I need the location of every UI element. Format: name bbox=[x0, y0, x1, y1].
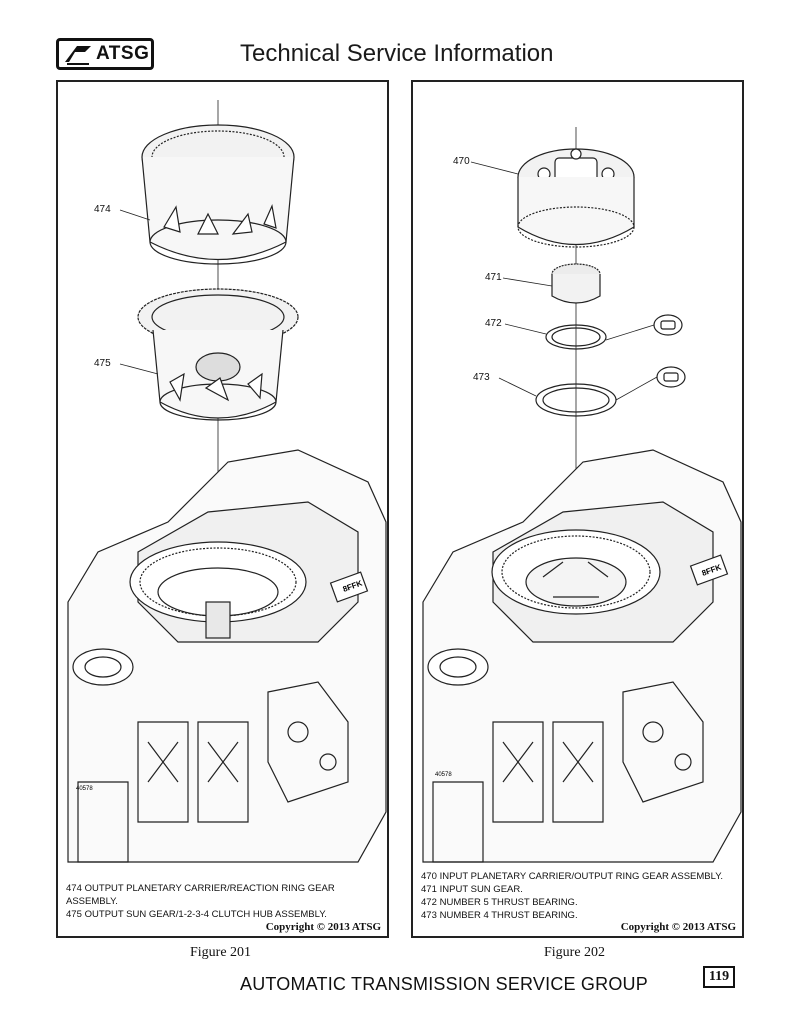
figure-202-panel: 8FFK 40578 470 471 472 473 470 INPUT PLA… bbox=[411, 80, 744, 938]
atsg-logo: ATSG bbox=[56, 38, 154, 70]
legend-item: 474 OUTPUT PLANETARY CARRIER/REACTION RI… bbox=[66, 882, 387, 908]
legend-item: 472 NUMBER 5 THRUST BEARING. bbox=[421, 896, 723, 909]
page-title: Technical Service Information bbox=[240, 40, 554, 67]
legend-text: INPUT SUN GEAR. bbox=[439, 884, 523, 895]
footer-title: AUTOMATIC TRANSMISSION SERVICE GROUP bbox=[240, 974, 648, 994]
page-number: 119 bbox=[703, 966, 735, 988]
logo-text: ATSG bbox=[96, 43, 150, 64]
legend-num: 475 bbox=[66, 909, 82, 920]
callout-471: 471 bbox=[485, 272, 502, 283]
figure-202-caption: Figure 202 bbox=[544, 945, 606, 960]
legend-text: NUMBER 4 THRUST BEARING. bbox=[439, 910, 578, 921]
legend-text: OUTPUT PLANETARY CARRIER/REACTION RING G… bbox=[66, 883, 335, 907]
legend-item: 475 OUTPUT SUN GEAR/1-2-3-4 CLUTCH HUB A… bbox=[66, 908, 387, 921]
copyright-202: Copyright © 2013 ATSG bbox=[620, 921, 736, 933]
legend-item: 470 INPUT PLANETARY CARRIER/OUTPUT RING … bbox=[421, 870, 723, 883]
callout-470: 470 bbox=[453, 156, 470, 167]
legend-num: 472 bbox=[421, 897, 437, 908]
figure-201-illustration: 8FFK 40578 bbox=[67, 100, 387, 863]
legend-num: 470 bbox=[421, 871, 437, 882]
legend-text: INPUT PLANETARY CARRIER/OUTPUT RING GEAR… bbox=[439, 871, 723, 882]
legend-num: 471 bbox=[421, 884, 437, 895]
callout-473: 473 bbox=[473, 372, 490, 383]
copyright-201: Copyright © 2013 ATSG bbox=[265, 921, 381, 933]
callout-475: 475 bbox=[94, 358, 111, 369]
figure-201-panel: 8FFK 40578 474 475 474 OUTPUT PLANETARY … bbox=[56, 80, 389, 938]
legend-num: 474 bbox=[66, 883, 82, 894]
legend-text: OUTPUT SUN GEAR/1-2-3-4 CLUTCH HUB ASSEM… bbox=[84, 909, 327, 920]
callout-474: 474 bbox=[94, 204, 111, 215]
figure-202-illustration: 8FFK 40578 bbox=[422, 127, 742, 863]
case-stamp-201: 40578 bbox=[76, 786, 93, 792]
figure-201-caption: Figure 201 bbox=[190, 945, 252, 960]
legend-202: 470 INPUT PLANETARY CARRIER/OUTPUT RING … bbox=[421, 870, 723, 922]
legend-num: 473 bbox=[421, 910, 437, 921]
legend-201: 474 OUTPUT PLANETARY CARRIER/REACTION RI… bbox=[66, 882, 387, 921]
legend-item: 473 NUMBER 4 THRUST BEARING. bbox=[421, 909, 723, 922]
callout-472: 472 bbox=[485, 318, 502, 329]
legend-item: 471 INPUT SUN GEAR. bbox=[421, 883, 723, 896]
atsg-logo-mark bbox=[65, 46, 91, 65]
legend-text: NUMBER 5 THRUST BEARING. bbox=[439, 897, 578, 908]
case-stamp-202: 40578 bbox=[435, 772, 452, 778]
